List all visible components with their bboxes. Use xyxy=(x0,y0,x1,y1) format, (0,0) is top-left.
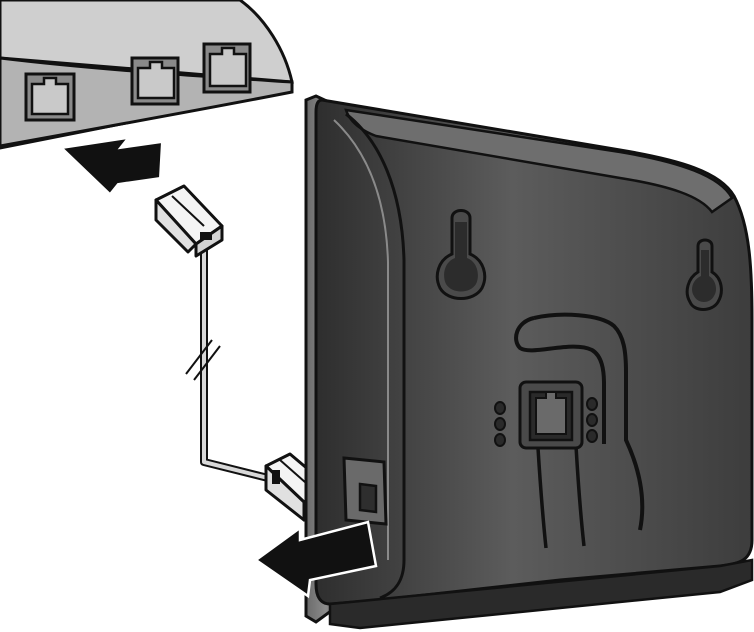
router-device xyxy=(0,0,294,150)
rj45-plug-upper xyxy=(154,184,224,258)
grip-ribs-right xyxy=(586,397,598,443)
router-port-2 xyxy=(130,56,180,106)
cable-wire xyxy=(200,240,269,482)
base-rj45-socket xyxy=(518,380,584,450)
base-station xyxy=(304,94,754,630)
wall-mount-hole-left xyxy=(435,209,487,300)
base-side-socket xyxy=(342,456,388,526)
arrow-to-router xyxy=(59,136,164,196)
grip-ribs-left xyxy=(494,401,506,447)
cable-break-mark xyxy=(185,339,213,375)
wall-mount-hole-right xyxy=(685,238,723,311)
rj45-cable xyxy=(154,184,330,522)
cable-channel xyxy=(533,312,645,531)
base-inner-rim xyxy=(345,112,406,600)
base-foot xyxy=(328,558,754,630)
arrow-to-base xyxy=(253,520,378,599)
router-port-3 xyxy=(202,42,252,94)
router-port-1 xyxy=(24,72,76,122)
